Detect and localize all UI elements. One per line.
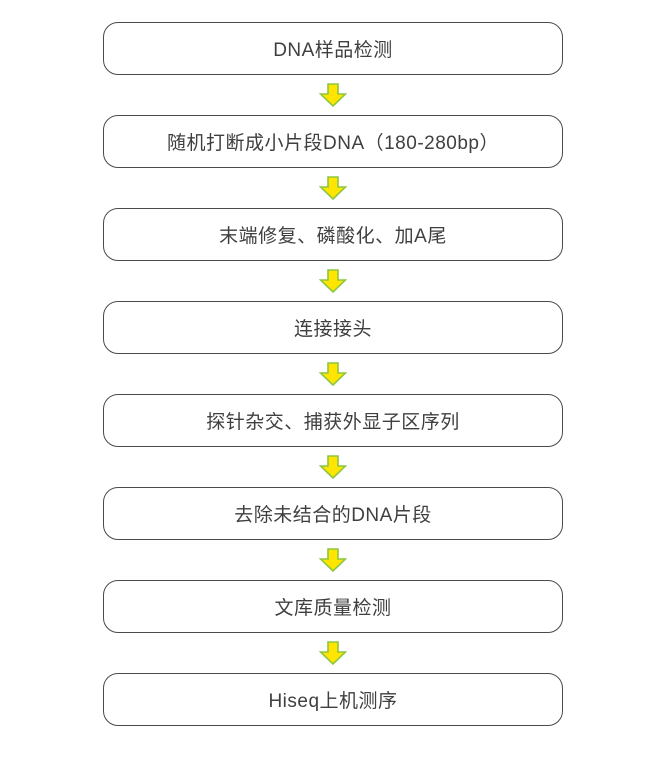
arrow-down-icon bbox=[319, 362, 347, 386]
arrow-down-icon bbox=[319, 269, 347, 293]
flow-step-hiseq-sequencing: Hiseq上机测序 bbox=[103, 673, 563, 726]
flow-step-remove-unbound-dna: 去除未结合的DNA片段 bbox=[103, 487, 563, 540]
flow-step-label: 探针杂交、捕获外显子区序列 bbox=[206, 412, 460, 433]
flow-step-label: 去除未结合的DNA片段 bbox=[234, 505, 432, 526]
arrow-down-icon bbox=[319, 176, 347, 200]
flow-step-label: DNA样品检测 bbox=[273, 40, 393, 61]
flow-step-adapter-ligation: 连接接头 bbox=[103, 301, 563, 354]
flow-step-label: 连接接头 bbox=[293, 319, 372, 340]
flow-step-label: 随机打断成小片段DNA（180-280bp） bbox=[167, 133, 499, 154]
flow-step-label: 末端修复、磷酸化、加A尾 bbox=[219, 226, 447, 247]
flow-step-probe-hybridization: 探针杂交、捕获外显子区序列 bbox=[103, 394, 563, 447]
flow-step-dna-sample-test: DNA样品检测 bbox=[103, 22, 563, 75]
flow-step-end-repair: 末端修复、磷酸化、加A尾 bbox=[103, 208, 563, 261]
dna-sequencing-workflow: DNA样品检测 随机打断成小片段DNA（180-280bp） 末端修复、磷酸化、… bbox=[103, 22, 563, 726]
arrow-down-icon bbox=[319, 455, 347, 479]
flow-step-label: Hiseq上机测序 bbox=[268, 691, 398, 712]
arrow-down-icon bbox=[319, 83, 347, 107]
arrow-down-icon bbox=[319, 548, 347, 572]
flow-step-random-fragmentation: 随机打断成小片段DNA（180-280bp） bbox=[103, 115, 563, 168]
arrow-down-icon bbox=[319, 641, 347, 665]
flow-step-library-qc: 文库质量检测 bbox=[103, 580, 563, 633]
flow-step-label: 文库质量检测 bbox=[274, 598, 392, 619]
